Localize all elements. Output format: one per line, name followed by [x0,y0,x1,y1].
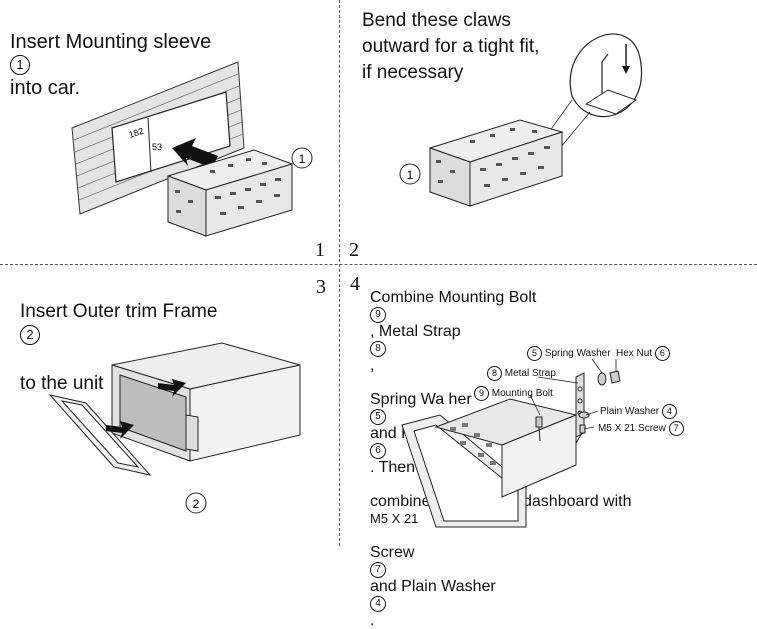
callout-plain-washer: Plain Washer 4 [600,404,677,419]
step-number-4: 4 [350,273,360,295]
callout-hex-nut: Hex Nut 6 [616,346,670,361]
panel3-title-ref: 2 [20,325,40,345]
dim-53: 53 [152,142,162,152]
panel1-title: Insert Mounting sleeve 1 into car. [10,31,212,99]
arrow-top [158,379,186,397]
dashboard-frame [401,414,527,528]
head-unit [111,342,301,462]
panel3-part-ref: 2 [193,497,200,511]
panel2-illustration: 1 [399,33,643,207]
dashboard-opening [111,91,231,183]
panel1-illustration: 182 53 1 [71,61,313,237]
claw-zoom-detail [535,33,643,161]
step-number-2: 2 [349,239,359,261]
panel3-illustration: 2 [48,342,301,514]
vertical-divider [339,0,340,546]
dim-182: 182 [128,126,145,140]
callout-mounting-bolt: 9 Mounting Bolt [474,386,553,401]
mounting-sleeve-2 [428,119,564,207]
hardware [535,370,621,444]
step-number-3: 3 [316,276,326,298]
step-number-1: 1 [315,239,325,261]
horizontal-divider [0,264,757,265]
callout-spring-washer: 5 Spring Washer [527,346,611,361]
insert-arrow [172,138,218,168]
panel4-illustration [401,358,621,528]
mounting-sleeve [166,149,294,237]
panel1-part-ref: 1 [299,152,306,166]
callout-metal-strap: 8 Metal Strap [487,366,556,381]
panel2-title: Bend these claws outward for a tight fit… [362,10,540,83]
callout-screw: M5 X 21 Screw 7 [598,421,684,436]
outer-trim-frame [48,394,152,476]
panel2-part-ref: 1 [407,168,414,182]
panel3-title: Insert Outer trim Frame 2 to the unit [20,301,218,394]
head-unit-4 [434,398,578,498]
arrow-bottom [106,421,134,439]
panel1-title-ref: 1 [10,55,30,75]
